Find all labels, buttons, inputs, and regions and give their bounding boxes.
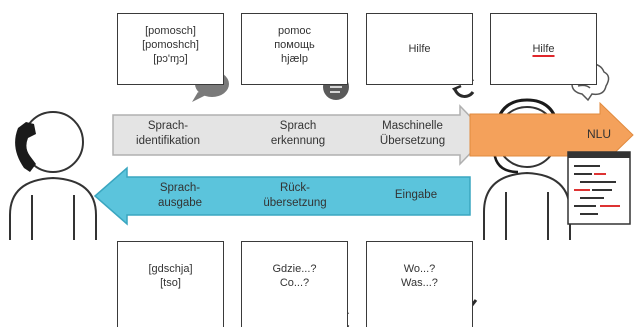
top-box-phonetic-text: [pomosch] [pomoshch] [pɔ'ɱɔ] <box>118 24 223 66</box>
box-line: Co...? <box>279 277 310 289</box>
box-line: Gdzie...? <box>272 263 317 275</box>
bottom-box-speech-output-text: [gdschja] [tso] <box>118 262 223 290</box>
stage-line: Sprach <box>279 120 317 132</box>
top-box-transcription-text: pomoc помощь hjælp <box>242 24 347 66</box>
code-screen-icon <box>567 151 631 225</box>
stage-line: Rück- <box>279 182 311 194</box>
caller-person <box>9 111 97 240</box>
stage-line: Sprach- <box>159 182 201 194</box>
phone-handset-icon <box>15 122 37 172</box>
bottom-box-back-translation-text: Gdzie...? Co...? <box>242 262 347 290</box>
forward-stage-1: Sprach- identifikation <box>118 119 218 149</box>
top-box-understanding: Hilfe <box>490 13 597 85</box>
stage-line: Sprach- <box>147 120 189 132</box>
box-line: [pɔ'ɱɔ] <box>153 53 188 65</box>
backward-stage-3: Eingabe <box>370 188 462 203</box>
top-box-understanding-text: Hilfe <box>491 42 596 56</box>
forward-stage-3: Maschinelle Übersetzung <box>360 119 465 149</box>
nlu-arrow <box>469 101 634 169</box>
box-line: [gdschja] <box>148 263 193 275</box>
top-box-translation-text: Hilfe <box>367 42 472 56</box>
backward-stage-1: Sprach- ausgabe <box>135 181 225 211</box>
box-line: hjælp <box>281 53 308 65</box>
top-box-phonetic: [pomosch] [pomoshch] [pɔ'ɱɔ] <box>117 13 224 85</box>
stage-line: Maschinelle <box>382 120 443 132</box>
bottom-box-speech-output: [gdschja] [tso] <box>117 241 224 327</box>
box-line: Wo...? <box>403 263 436 275</box>
nlu-label: NLU <box>575 127 623 142</box>
stage-line: übersetzung <box>263 197 327 209</box>
top-box-translation: Hilfe <box>366 13 473 85</box>
box-line: [pomoshch] <box>142 39 199 51</box>
top-box-transcription: pomoc помощь hjælp <box>241 13 348 85</box>
backward-stage-2: Rück- übersetzung <box>245 181 345 211</box>
nlu-text: NLU <box>586 127 611 141</box>
stage-line: identifikation <box>136 135 200 147</box>
stage-line: erkennung <box>270 135 326 147</box>
bottom-box-back-translation: Gdzie...? Co...? <box>241 241 348 327</box>
box-line: [tso] <box>160 277 181 289</box>
backward-arrow <box>93 166 471 226</box>
box-line: Was...? <box>401 277 438 289</box>
forward-stage-2: Sprach erkennung <box>248 119 348 149</box>
stage-line: Eingabe <box>394 189 438 201</box>
stage-line: ausgabe <box>157 197 203 209</box>
box-line: Hilfe <box>408 43 431 55</box>
bottom-box-input: Wo...? Was...? <box>366 241 473 327</box>
bottom-box-input-text: Wo...? Was...? <box>367 262 472 290</box>
box-line: Hilfe <box>532 43 555 55</box>
stage-line: Übersetzung <box>379 135 446 147</box>
box-line: pomoc <box>277 25 312 37</box>
box-line: [pomosch] <box>145 25 196 37</box>
box-line: помощь <box>274 39 315 51</box>
